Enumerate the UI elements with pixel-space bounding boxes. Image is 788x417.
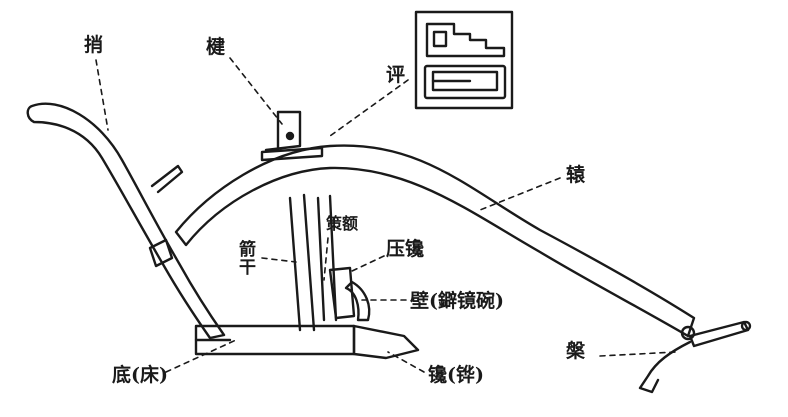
chan-share (352, 324, 420, 360)
handle-peg (150, 164, 184, 194)
label-chan: 镵(铧) (428, 364, 484, 386)
label-bi: 壁(鐴镜碗) (410, 290, 504, 312)
leader-jian-gan (261, 257, 297, 263)
label-ya-chan: 压镵 (386, 238, 425, 260)
jia-rope (638, 340, 692, 394)
shao-handle (26, 102, 226, 340)
jian-peg-icon (285, 131, 295, 141)
ya-chan-plate (328, 266, 356, 320)
label-ce-e: 策额 (326, 214, 359, 233)
leader-yuan (479, 177, 561, 211)
leader-ya-chan (349, 255, 385, 273)
leader-chan (387, 351, 425, 373)
label-ping: 评 (386, 64, 406, 86)
leader-shao (95, 59, 109, 131)
label-shao: 捎 (84, 34, 104, 56)
jian-block (264, 110, 302, 152)
leader-ping (329, 79, 409, 137)
ping-plate (260, 146, 324, 162)
bi-board (344, 280, 371, 322)
label-di: 底(床) (112, 364, 168, 386)
label-jian-gan: 箭干 (235, 240, 255, 276)
ping-inset-box (414, 10, 514, 110)
yuan-beam (174, 144, 696, 338)
leader-ce-e (323, 237, 329, 281)
label-jia: 槃 (566, 340, 586, 362)
ce-e-post (316, 194, 338, 322)
leader-di (165, 339, 237, 373)
jian-gan-post (288, 193, 316, 332)
leader-jian (229, 57, 283, 125)
handle-peg-lower (148, 238, 174, 268)
leader-jia (599, 351, 677, 357)
beam-ring (680, 325, 696, 341)
label-yuan: 辕 (566, 164, 586, 186)
label-jian: 楗 (206, 36, 226, 58)
jia-bar (688, 320, 750, 348)
